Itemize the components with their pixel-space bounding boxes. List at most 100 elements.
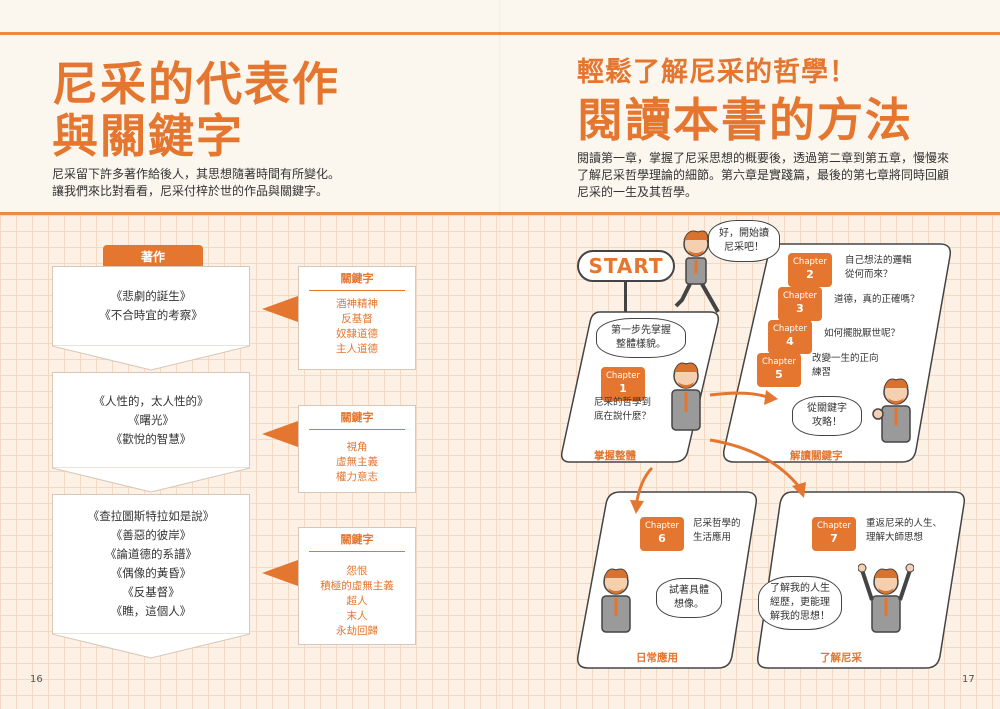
left-intro-line2: 讓我們來比對看看，尼采付梓於世的作品與關鍵字。 xyxy=(52,184,329,198)
nietzsche-fist-icon xyxy=(872,378,911,443)
pointer-arrow-icon xyxy=(262,421,298,447)
label-daily: 日常應用 xyxy=(636,652,678,664)
left-intro-line1: 尼采留下許多著作給後人，其思想隨著時間有所變化。 xyxy=(52,167,341,181)
bubble-text: 攻略！ xyxy=(812,417,842,428)
work-title: 《善惡的彼岸》 xyxy=(110,528,192,542)
works-tab: 著作 xyxy=(103,245,203,269)
page-number-right: 17 xyxy=(962,674,975,685)
keyword-item: 主人道德 xyxy=(336,343,378,355)
header-divider xyxy=(0,212,1000,215)
sign-pole xyxy=(624,282,627,312)
keyword-item: 末人 xyxy=(346,610,368,622)
chapter-text-line: 練習 xyxy=(812,367,832,378)
chapter-number: 4 xyxy=(786,335,794,348)
keyword-box-3: 關鍵字 怨恨 積極的虛無主義 超人 末人 永劫回歸 xyxy=(298,527,416,645)
chapter-number: 6 xyxy=(658,532,666,545)
works-block-3: 《查拉圖斯特拉如是說》 《善惡的彼岸》 《論道德的系譜》 《偶像的黃昏》 《反基… xyxy=(52,494,250,659)
keyword-box-1: 關鍵字 酒神精神 反基督 奴隸道德 主人道德 xyxy=(298,266,416,370)
work-title: 《反基督》 xyxy=(122,585,180,599)
chapter-text-line: 道德，真的正確嗎？ xyxy=(834,294,920,305)
label-understand: 了解尼采 xyxy=(820,652,862,664)
chapter-3-text: 道德，真的正確嗎？ xyxy=(834,293,920,307)
chapter-4-text: 如何擺脫厭世呢？ xyxy=(824,327,900,341)
keyword-heading: 關鍵字 xyxy=(309,406,405,430)
bubble-text: 第一步先掌握 xyxy=(611,325,671,336)
right-intro-line2: 了解尼采哲學理論的細節。第六章是實踐篇，最後的第七章將同時回顧 xyxy=(577,168,950,182)
page-number-left: 16 xyxy=(30,674,43,685)
work-title: 《偶像的黃昏》 xyxy=(110,566,192,580)
left-intro: 尼采留下許多著作給後人，其思想隨著時間有所變化。 讓我們來比對看看，尼采付梓於世… xyxy=(52,166,352,200)
bubble-text: 尼采吧！ xyxy=(724,242,764,253)
chapter-7-text: 重返尼采的人生、 理解大師思想 xyxy=(866,517,942,545)
bubble-text: 從關鍵字 xyxy=(807,403,847,414)
speech-bubble-keywords: 從關鍵字攻略！ xyxy=(792,396,862,436)
work-title: 《論道德的系譜》 xyxy=(105,547,197,561)
bubble-text: 試著具體 xyxy=(669,585,709,596)
speech-bubble-start: 好，開始讀尼采吧！ xyxy=(708,220,780,262)
chapter-6-text: 尼采哲學的 生活應用 xyxy=(693,517,741,545)
bubble-text: 經歷，更能理 xyxy=(770,597,830,608)
right-intro-line3: 尼采的一生及其哲學。 xyxy=(577,185,698,199)
keyword-item: 怨恨 xyxy=(346,565,368,577)
chapter-word: Chapter xyxy=(645,521,679,531)
chapter-word: Chapter xyxy=(773,324,807,334)
chapter-text-line: 從何而來？ xyxy=(845,269,893,280)
right-title: 閱讀本書的方法 xyxy=(577,93,913,147)
nietzsche-running-icon xyxy=(674,230,720,313)
left-title-line1: 尼采的代表作 xyxy=(52,57,340,111)
chapter-badge-5: Chapter 5 xyxy=(757,353,801,387)
chapter-text-line: 生活應用 xyxy=(693,532,732,543)
chevron-down-icon xyxy=(52,345,250,371)
chapter-number: 7 xyxy=(830,532,838,545)
keyword-heading: 關鍵字 xyxy=(309,267,405,291)
work-title: 《歡悅的智慧》 xyxy=(110,431,192,446)
bubble-text: 整體樣貌。 xyxy=(616,339,666,350)
work-title: 《瞧，這個人》 xyxy=(110,604,192,618)
works-block-2: 《人性的，太人性的》 《曙光》 《歡悅的智慧》 xyxy=(52,372,250,493)
keyword-item: 視角 xyxy=(346,441,368,453)
keyword-item: 奴隸道德 xyxy=(336,328,378,340)
chapter-badge-1: Chapter 1 xyxy=(601,367,645,401)
chapter-word: Chapter xyxy=(762,357,796,367)
chapter-word: Chapter xyxy=(793,257,827,267)
chapter-text-line: 底在說什麼？ xyxy=(594,411,652,422)
keyword-item: 反基督 xyxy=(341,313,373,325)
chapter-word: Chapter xyxy=(817,521,851,531)
chapter-word: Chapter xyxy=(606,371,640,381)
chapter-badge-6: Chapter 6 xyxy=(640,517,684,551)
chapter-text-line: 尼采哲學的 xyxy=(693,518,741,529)
work-title: 《曙光》 xyxy=(128,412,174,427)
right-intro-line1: 閱讀第一章，掌握了尼采思想的概要後，透過第二章到第五章，慢慢來 xyxy=(577,151,950,165)
chevron-down-icon xyxy=(52,467,250,493)
chapter-badge-7: Chapter 7 xyxy=(812,517,856,551)
label-keywords: 解讀關鍵字 xyxy=(790,450,843,462)
chapter-number: 2 xyxy=(806,268,814,281)
work-title: 《人性的，太人性的》 xyxy=(93,393,209,408)
work-title: 《不合時宜的考察》 xyxy=(99,308,203,322)
chapter-text-line: 尼采的哲學到 xyxy=(594,397,652,408)
chevron-down-icon xyxy=(52,633,250,659)
speech-bubble-understand: 了解我的人生 經歷，更能理 解我的思想！ xyxy=(758,576,842,630)
label-grasp: 掌握整體 xyxy=(594,450,636,462)
nietzsche-standing-icon xyxy=(671,362,701,431)
pointer-arrow-icon xyxy=(262,296,298,322)
start-sign: START xyxy=(577,250,675,282)
keyword-item: 永劫回歸 xyxy=(336,625,378,637)
bubble-text: 想像。 xyxy=(674,599,704,610)
chapter-number: 3 xyxy=(796,302,804,315)
right-intro: 閱讀第一章，掌握了尼采思想的概要後，透過第二章到第五章，慢慢來 了解尼采哲學理論… xyxy=(577,150,962,201)
left-title-line2: 與關鍵字 xyxy=(52,109,244,163)
chapter-text-line: 如何擺脫厭世呢？ xyxy=(824,328,901,339)
bubble-text: 好，開始讀 xyxy=(719,228,769,239)
chapter-badge-3: Chapter 3 xyxy=(778,287,822,321)
keyword-heading: 關鍵字 xyxy=(309,528,405,552)
keyword-item: 權力意志 xyxy=(336,471,378,483)
works-block-1: 《悲劇的誕生》 《不合時宜的考察》 xyxy=(52,266,250,371)
chapter-text-line: 改變一生的正向 xyxy=(812,353,879,364)
speech-bubble-step: 第一步先掌握整體樣貌。 xyxy=(596,318,686,358)
chapter-text-line: 自己想法的邏輯 xyxy=(845,255,912,266)
pointer-arrow-icon xyxy=(262,560,298,586)
chapter-5-text: 改變一生的正向 練習 xyxy=(812,352,879,380)
bubble-text: 解我的思想！ xyxy=(770,611,830,622)
chapter-text-line: 重返尼采的人生、 xyxy=(866,518,943,529)
